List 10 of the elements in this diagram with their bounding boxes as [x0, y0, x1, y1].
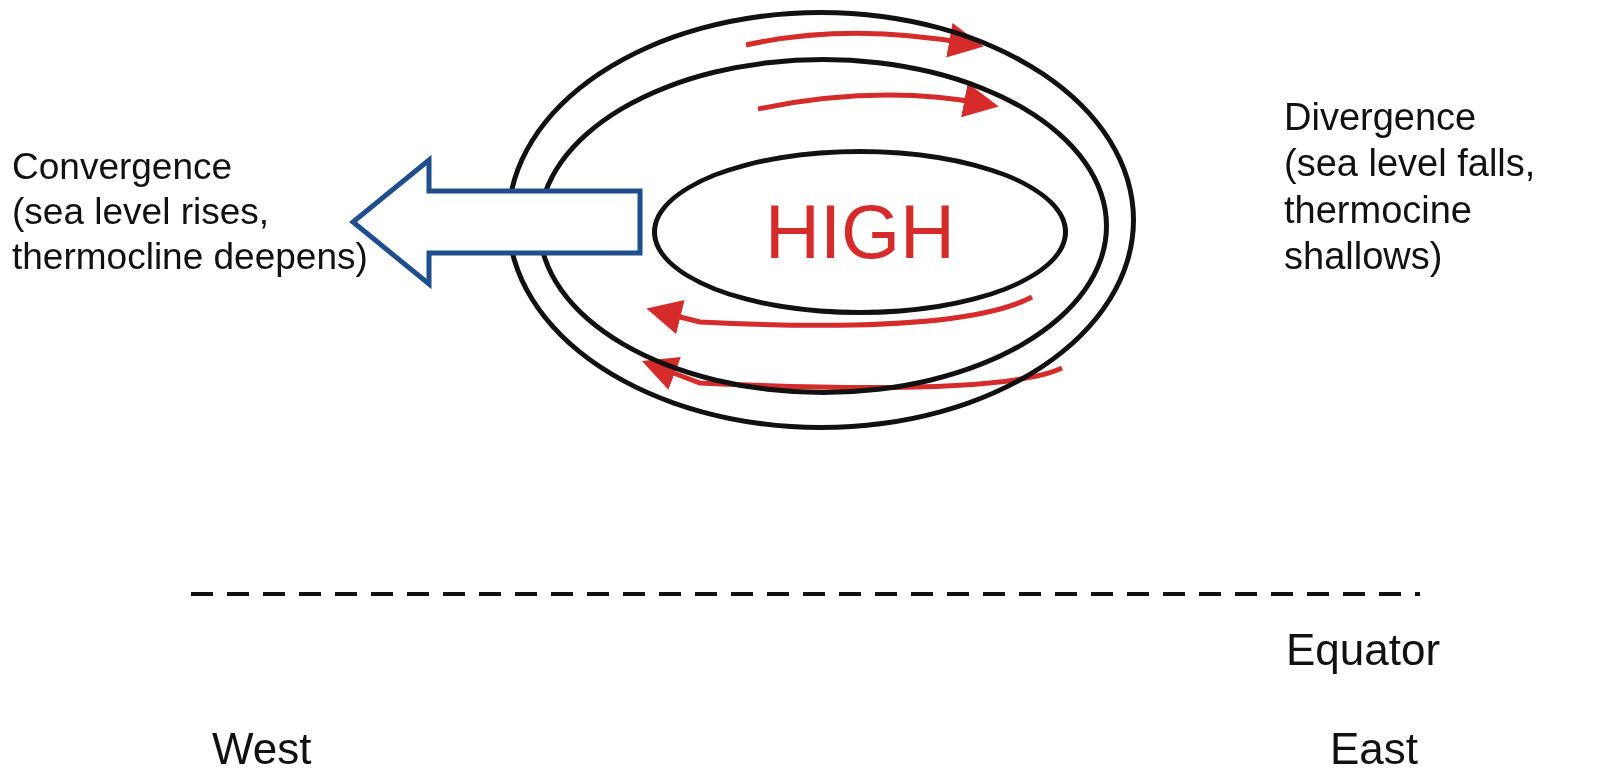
pressure-label: HIGH: [765, 194, 955, 270]
region-description: (sea level falls, thermocine shallows): [1284, 141, 1537, 280]
axis-label: East: [1330, 727, 1419, 771]
axis-label: West: [212, 727, 312, 771]
region-heading: Divergence: [1284, 95, 1478, 140]
hollow-arrow: [349, 154, 643, 290]
region-heading: Convergence: [12, 145, 234, 189]
pressure-ellipse: [652, 149, 1068, 315]
axis-label: Equator: [1286, 628, 1441, 672]
region-description: (sea level rises, thermocline deepens): [12, 190, 369, 280]
